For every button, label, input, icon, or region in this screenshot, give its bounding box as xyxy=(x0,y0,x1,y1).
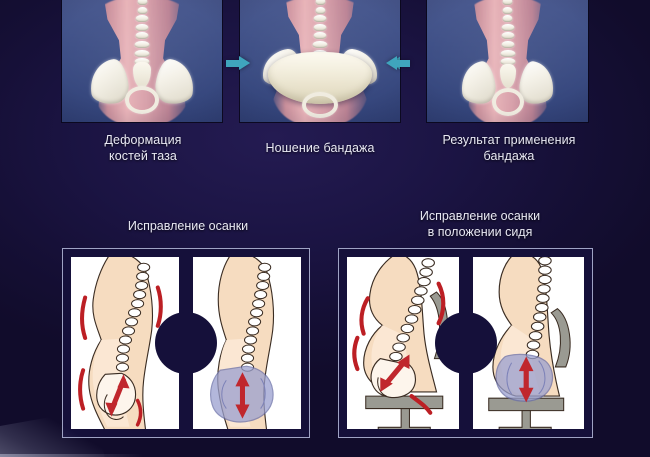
caption-deformation: Деформация костей таза xyxy=(62,132,224,164)
caption-posture-sitting-line1: Исправление осанки xyxy=(419,209,541,223)
red-arrow-icon xyxy=(518,356,533,403)
illustration-panel-posture-standing xyxy=(62,248,310,438)
posture-standing-before-card xyxy=(71,257,182,429)
posture-standing-before-figure xyxy=(78,257,163,429)
caption-result-line1: Результат применения xyxy=(442,133,576,147)
red-arrow-icon xyxy=(105,374,130,417)
posture-sitting-before-figure xyxy=(352,257,449,429)
caption-result-line2: бандажа xyxy=(483,149,535,163)
caption-wearing-bandage: Ношение бандажа xyxy=(238,140,402,156)
spine-column xyxy=(312,0,328,58)
pubic-arch xyxy=(491,88,524,116)
caption-wearing-bandage-line1: Ношение бандажа xyxy=(265,141,375,155)
photo-panel-result xyxy=(427,0,588,122)
posture-standing-after-figure xyxy=(210,257,275,429)
red-arrow-icon xyxy=(380,354,410,392)
photo-panel-deformation xyxy=(62,0,222,122)
caption-posture-sitting-line2: в положении сидя xyxy=(427,225,533,239)
caption-deformation-line1: Деформация xyxy=(104,133,182,147)
caption-result: Результат применения бандажа xyxy=(416,132,602,164)
photo-panel-wearing-bandage xyxy=(240,0,400,122)
panel-center-blob xyxy=(434,312,497,374)
illustration-panel-posture-sitting xyxy=(338,248,593,438)
sacrum-bone xyxy=(499,64,516,88)
caption-posture-standing: Исправление осанки xyxy=(98,218,278,234)
posture-standing-after-card xyxy=(190,257,301,429)
spine-column xyxy=(134,0,150,67)
caption-posture-standing-line1: Исправление осанки xyxy=(127,219,249,233)
panel-center-blob xyxy=(155,312,217,374)
caption-posture-sitting: Исправление осанки в положении сидя xyxy=(380,208,580,240)
pubic-arch xyxy=(302,92,338,118)
top-photo-row xyxy=(0,0,650,122)
red-arrow-icon xyxy=(235,372,250,419)
posture-sitting-after-figure xyxy=(487,257,571,429)
caption-deformation-line2: костей таза xyxy=(109,149,177,163)
pubic-arch xyxy=(125,86,159,114)
sacrum-bone xyxy=(133,62,151,88)
spine-column xyxy=(500,0,515,67)
